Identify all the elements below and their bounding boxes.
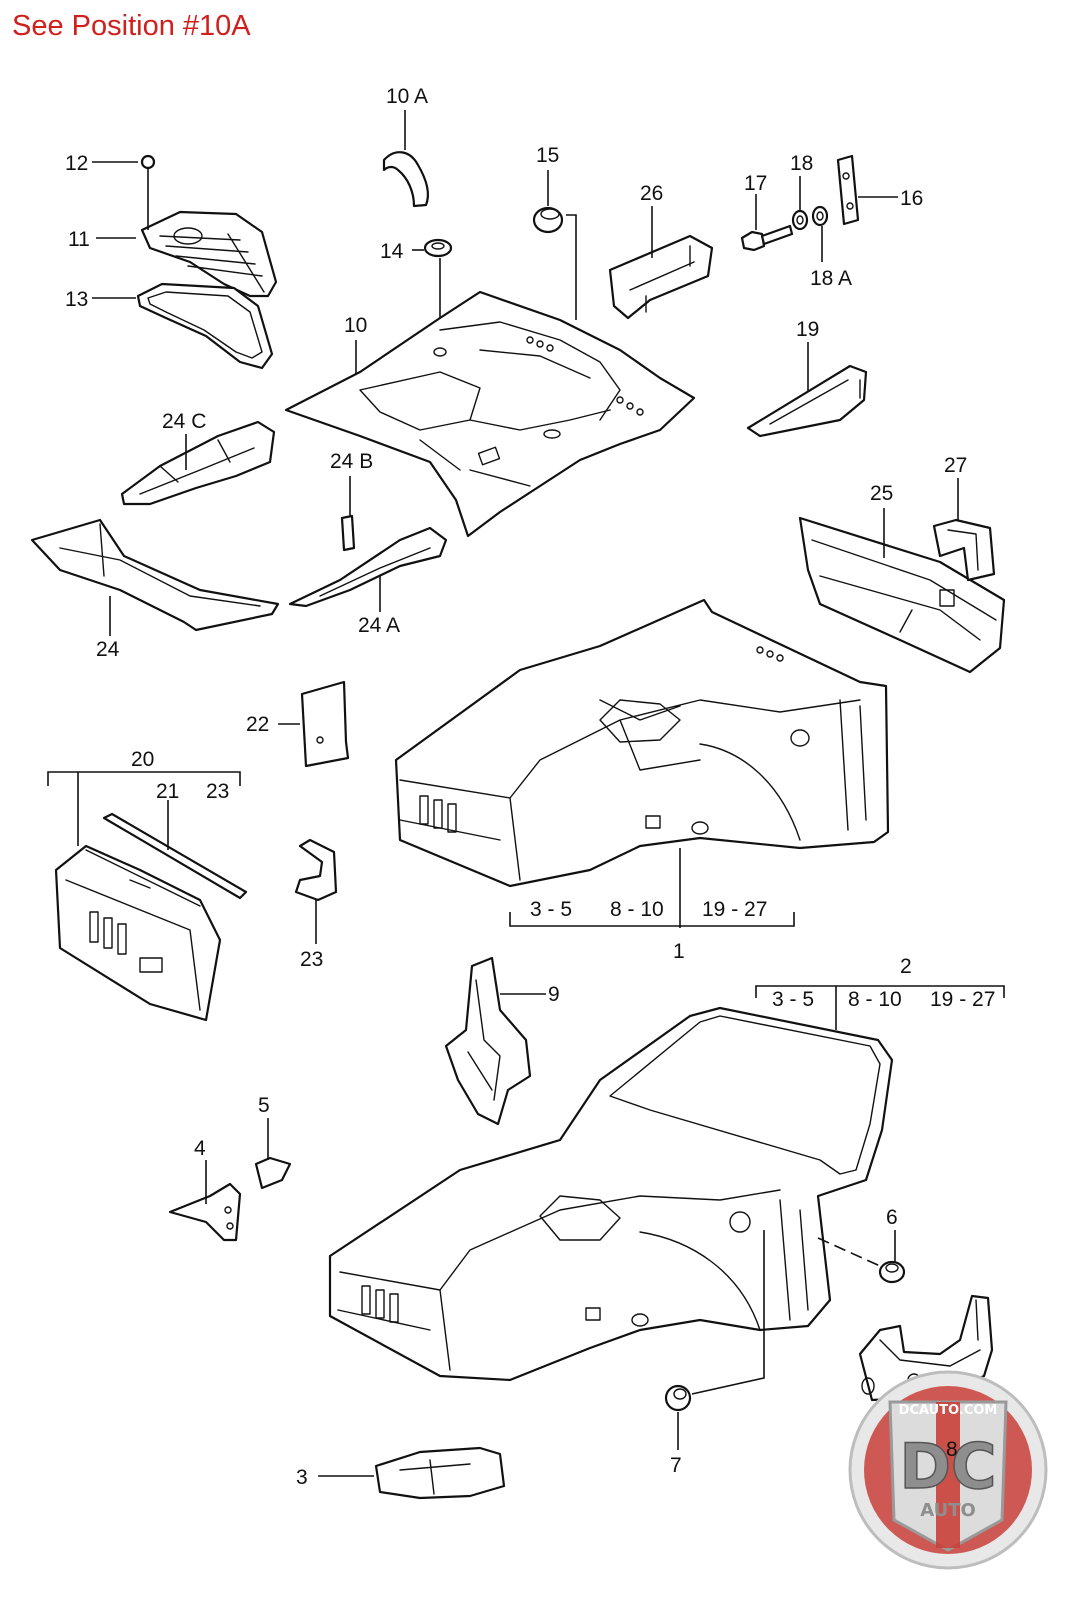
label-6: 6 [886,1206,898,1229]
label-1: 1 [673,940,685,963]
label-1-range-2: 8 - 10 [610,898,664,921]
label-14: 14 [380,240,404,263]
part-1-bracket [509,848,795,928]
part-25-panel [798,508,1006,674]
label-12: 12 [65,152,88,175]
part-24c-member [120,420,276,506]
label-25: 25 [870,482,893,505]
label-24a: 24 A [358,614,400,637]
part-15-plug [532,170,577,320]
part-9-bracket [444,956,546,1126]
label-13: 13 [65,288,88,311]
label-23: 23 [300,948,323,971]
label-1-range-3: 19 - 27 [702,898,767,921]
watermark-brand: DC [900,1430,997,1503]
label-8: 8 [946,1438,958,1461]
label-20: 20 [131,748,154,771]
label-4: 4 [194,1137,206,1160]
part-24b-strip [340,476,356,552]
label-19: 19 [796,318,819,341]
label-15: 15 [536,144,559,167]
label-18a: 18 A [810,267,852,290]
part-2-body-shell [328,1006,894,1382]
part-17-bolt [740,194,794,252]
label-24c: 24 C [162,410,206,433]
part-13-seal [92,282,274,370]
part-22-plate [278,680,350,768]
part-14-grommet [412,238,453,340]
label-5: 5 [258,1094,270,1117]
label-21: 21 [156,780,179,803]
part-6-grommet [817,1230,906,1284]
label-16: 16 [900,187,923,210]
part-18-washer [791,176,809,231]
label-27: 27 [944,454,967,477]
label-23-upper: 23 [206,780,229,803]
label-24: 24 [96,638,120,661]
part-21-seal-strip [102,800,248,900]
watermark-site: DCAUTO.COM [899,1403,998,1418]
part-20-bracket [47,771,241,846]
part-24-crossmember [30,518,280,636]
label-26: 26 [640,182,663,205]
label-2-range-1: 3 - 5 [772,988,814,1011]
part-10-floor-pan [284,290,696,538]
label-11: 11 [68,228,90,251]
part-10a-hose [382,110,429,208]
part-16-plate [836,154,898,226]
part-23-bracket [294,838,338,944]
part-4-bracket [168,1160,242,1242]
header-note: See Position #10A [12,10,251,42]
label-2: 2 [900,955,912,978]
watermark-sub: AUTO [920,1500,976,1521]
label-24b: 24 B [330,450,373,473]
label-2-range-3: 19 - 27 [930,988,995,1011]
part-2-bracket [755,985,1005,1030]
label-7: 7 [670,1454,682,1477]
part-19-bracket [746,342,868,438]
label-2-range-2: 8 - 10 [848,988,902,1011]
part-18a-nut [811,205,829,262]
label-10a: 10 A [386,85,428,108]
part-20-front-panel [54,844,222,1022]
part-5-bracket [254,1118,292,1190]
label-10: 10 [344,314,367,337]
part-1-body-shell [394,598,890,888]
label-3: 3 [296,1466,308,1489]
part-27-bracket [932,478,996,582]
label-1-range-1: 3 - 5 [530,898,572,921]
part-26-bracket [608,206,714,320]
part-7-grommet [664,1230,765,1450]
part-24a-rail [288,526,448,612]
label-22: 22 [246,713,269,736]
part-12-screw [92,154,156,230]
label-17: 17 [744,172,767,195]
label-18: 18 [790,152,813,175]
part-3-bracket [318,1446,506,1500]
watermark-badge: DCAUTO.COM DC AUTO [848,1370,1048,1570]
label-9: 9 [548,983,560,1006]
part-11-cover [140,210,278,298]
